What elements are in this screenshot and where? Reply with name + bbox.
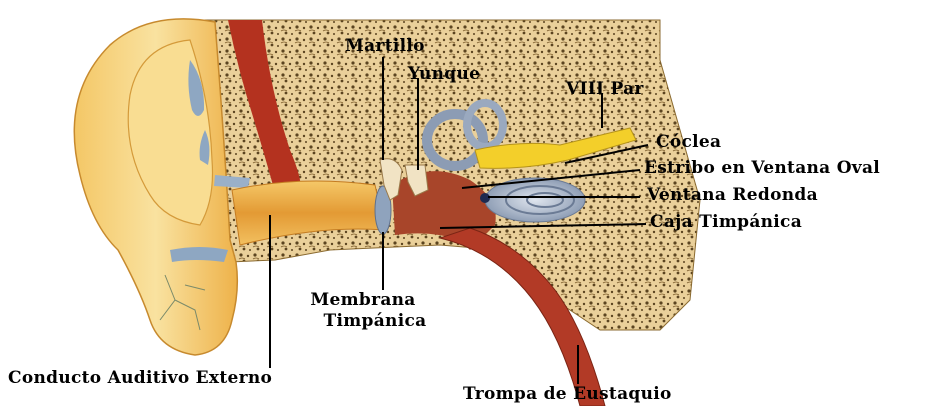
label-trompa: Trompa de Eustaquio bbox=[463, 384, 672, 404]
label-viii-par: VIII Par bbox=[566, 79, 644, 99]
label-conducto: Conducto Auditivo Externo bbox=[8, 368, 272, 388]
label-membrana-line2: Timpánica bbox=[300, 311, 450, 331]
label-caja-timpanica: Caja Timpánica bbox=[650, 212, 802, 232]
label-membrana-line1: Membrana bbox=[288, 290, 438, 310]
label-coclea: Cóclea bbox=[656, 132, 721, 152]
label-martillo: Martillo bbox=[345, 36, 425, 56]
label-yunque: Yunque bbox=[408, 64, 480, 84]
label-estribo: Estribo en Ventana Oval bbox=[644, 158, 880, 178]
label-ventana-redonda: Ventana Redonda bbox=[647, 185, 818, 205]
cartilage-patch bbox=[170, 247, 228, 262]
